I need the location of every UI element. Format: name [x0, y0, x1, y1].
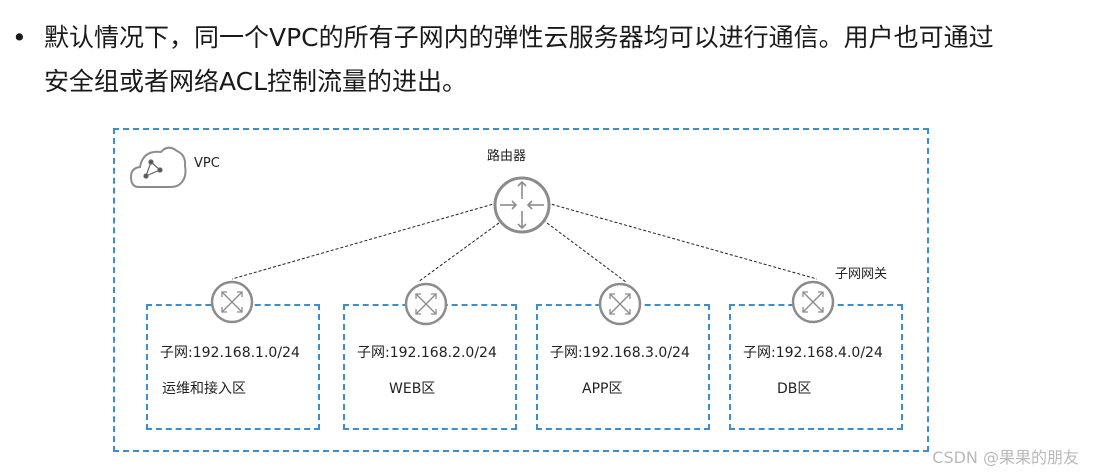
subnet-box-1: 子网:192.168.1.0/24 运维和接入区: [146, 304, 320, 430]
vpc-boundary: [113, 128, 929, 452]
router-label: 路由器: [487, 149, 527, 164]
subnet-zone: WEB区: [389, 381, 436, 397]
subnet-cidr: 子网:192.168.1.0/24: [160, 345, 300, 361]
subnet-zone: DB区: [777, 381, 812, 397]
subnet-zone: 运维和接入区: [162, 381, 246, 397]
paragraph-line-2: 安全组或者网络ACL控制流量的进出。: [44, 67, 468, 96]
vpc-label: VPC: [194, 156, 220, 171]
paragraph-line-1: 默认情况下，同一个VPC的所有子网内的弹性云服务器均可以进行通信。用户也可通过: [44, 23, 994, 52]
watermark: CSDN @果果的朋友: [932, 448, 1079, 467]
subnet-cidr: 子网:192.168.3.0/24: [550, 345, 690, 361]
subnet-box-2: 子网:192.168.2.0/24 WEB区: [343, 304, 517, 430]
subnet-gateway-label: 子网网关: [835, 267, 888, 282]
subnet-cidr: 子网:192.168.2.0/24: [357, 345, 497, 361]
bullet-mark: •: [12, 23, 27, 52]
subnet-box-4: 子网:192.168.4.0/24 DB区: [729, 304, 903, 430]
subnet-zone: APP区: [582, 381, 623, 397]
paragraph-text: 默认情况下，同一个VPC的所有子网内的弹性云服务器均可以进行通信。用户也可通过 …: [44, 16, 1089, 104]
subnet-cidr: 子网:192.168.4.0/24: [743, 345, 883, 361]
subnet-box-3: 子网:192.168.3.0/24 APP区: [536, 304, 710, 430]
